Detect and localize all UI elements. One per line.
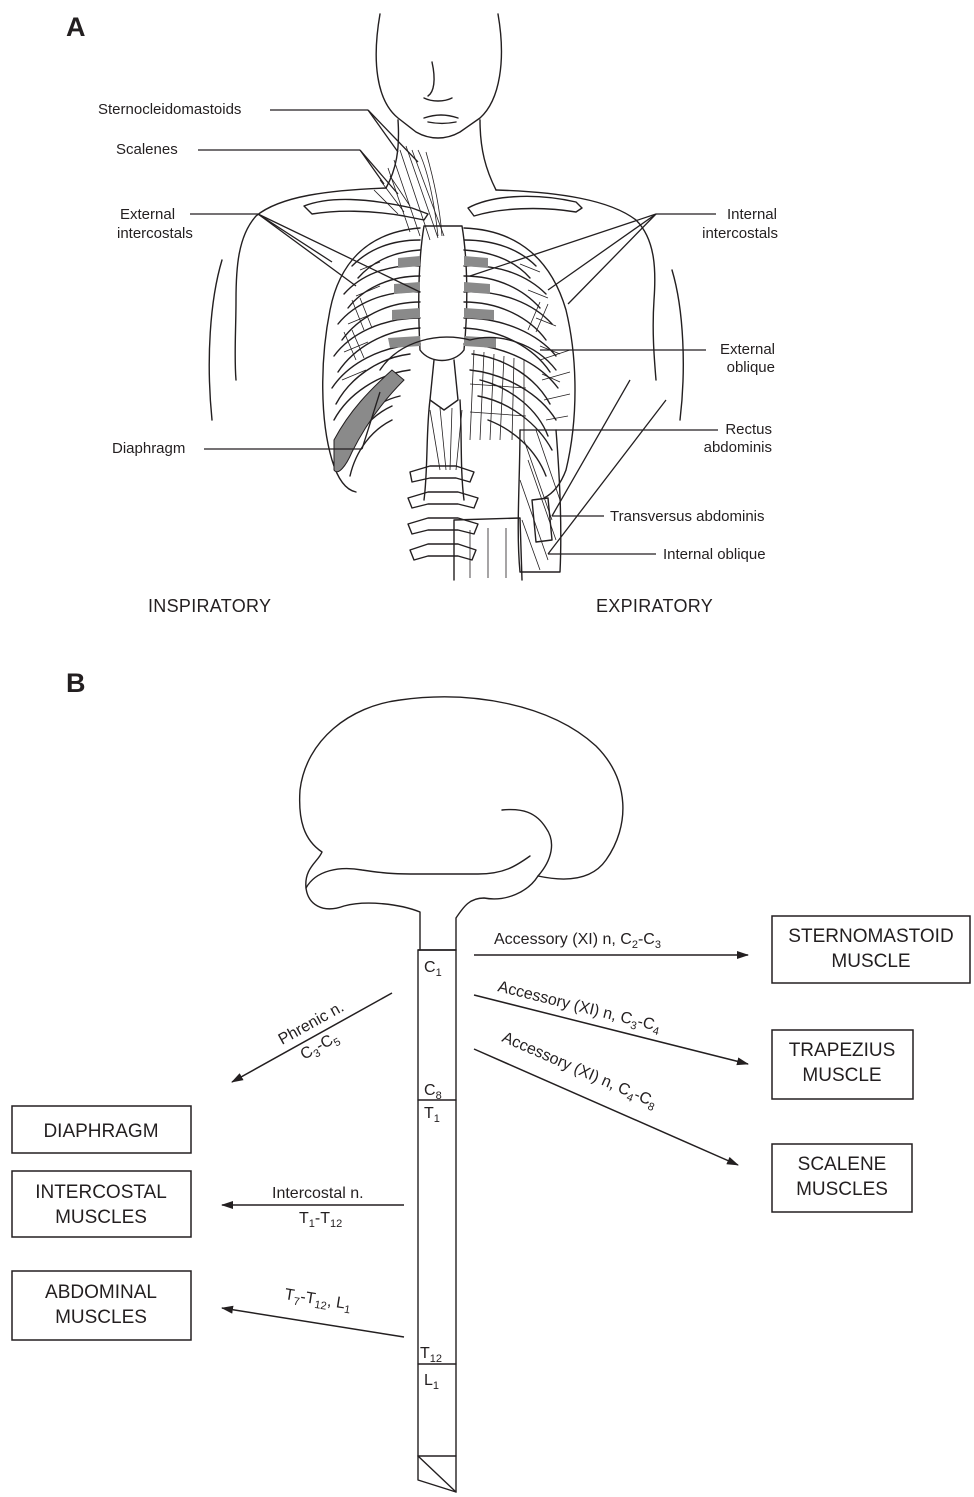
nerve-abdominal-roots: T7-T12, L1 bbox=[283, 1286, 352, 1316]
panel-b-label: B bbox=[66, 668, 86, 698]
brain-and-spinal-cord bbox=[300, 697, 623, 1492]
box-trapezius-line1: TRAPEZIUS bbox=[789, 1040, 896, 1061]
label-scalenes: Scalenes bbox=[116, 141, 178, 158]
box-scalene-line2: MUSCLES bbox=[796, 1179, 888, 1200]
label-external-intercostals-line2: intercostals bbox=[117, 225, 193, 242]
label-internal-intercostals-line1: Internal bbox=[727, 206, 777, 223]
box-scalene-line1: SCALENE bbox=[798, 1154, 887, 1175]
nerve-intercostal-roots: T1-T12 bbox=[299, 1210, 342, 1230]
segment-t1: T1 bbox=[424, 1105, 440, 1125]
nerve-intercostal-name: Intercostal n. bbox=[272, 1185, 364, 1202]
label-transversus-abdominis: Transversus abdominis bbox=[610, 508, 765, 525]
label-rectus-abdominis-line1: Rectus bbox=[725, 421, 772, 438]
label-external-oblique-line2: oblique bbox=[727, 359, 775, 376]
box-intercostal-line2: MUSCLES bbox=[55, 1207, 147, 1228]
nerve-accessory-c3-c4: Accessory (XI) n, C3-C4 bbox=[495, 978, 662, 1038]
segment-c8: C8 bbox=[424, 1082, 442, 1102]
label-external-intercostals-line1: External bbox=[120, 206, 175, 223]
label-internal-oblique: Internal oblique bbox=[663, 546, 766, 563]
arrow-accessory-scalene bbox=[474, 1049, 738, 1165]
box-abdominal-line2: MUSCLES bbox=[55, 1307, 147, 1328]
label-diaphragm-muscle: Diaphragm bbox=[112, 440, 185, 457]
panel-a-label: A bbox=[66, 12, 86, 42]
panel-a-leader-lines bbox=[190, 110, 718, 554]
torso-illustration bbox=[209, 14, 683, 580]
caption-expiratory: EXPIRATORY bbox=[596, 596, 713, 616]
label-rectus-abdominis-line2: abdominis bbox=[704, 439, 772, 456]
label-sternocleidomastoids: Sternocleidomastoids bbox=[98, 101, 241, 118]
label-external-oblique-line1: External bbox=[720, 341, 775, 358]
box-sternomastoid-line1: STERNOMASTOID bbox=[788, 926, 953, 947]
arrow-phrenic-diaphragm bbox=[232, 993, 392, 1082]
arrow-abdominal-nerves bbox=[222, 1308, 404, 1337]
nerve-accessory-c2-c3: Accessory (XI) n, C2-C3 bbox=[494, 931, 661, 951]
caption-inspiratory: INSPIRATORY bbox=[148, 596, 271, 616]
segment-l1: L1 bbox=[424, 1372, 439, 1392]
box-intercostal-line1: INTERCOSTAL bbox=[35, 1182, 167, 1203]
segment-c1: C1 bbox=[424, 959, 442, 979]
segment-t12: T12 bbox=[420, 1345, 442, 1365]
box-abdominal-line1: ABDOMINAL bbox=[45, 1282, 157, 1303]
box-sternomastoid-line2: MUSCLE bbox=[831, 951, 910, 972]
label-internal-intercostals-line2: intercostals bbox=[702, 225, 778, 242]
nerve-accessory-c4-c8: Accessory (XI) n, C4-C8 bbox=[498, 1029, 659, 1114]
box-trapezius-line2: MUSCLE bbox=[802, 1065, 881, 1086]
box-diaphragm-line1: DIAPHRAGM bbox=[43, 1121, 158, 1142]
